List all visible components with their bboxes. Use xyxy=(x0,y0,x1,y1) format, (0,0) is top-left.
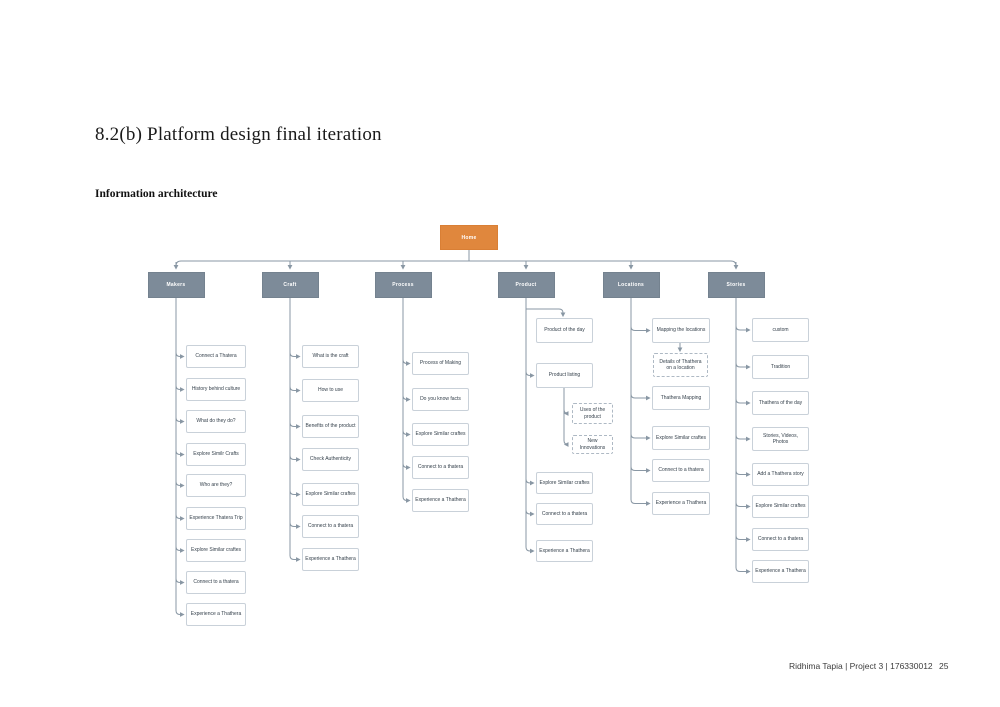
tree-node: Stories, Videos, Photos xyxy=(752,427,809,451)
footer-page-number: 25 xyxy=(939,661,949,671)
tree-node: Process of Making xyxy=(412,352,469,375)
section-stories: Stories xyxy=(707,272,765,298)
tree-node: Explore Similar craftes xyxy=(186,539,246,562)
node-home: Home xyxy=(440,225,498,250)
tree-node: Experience a Thathera xyxy=(302,548,359,571)
tree-node: Explore Similar craftes xyxy=(536,472,593,494)
tree-node: Tradition xyxy=(752,355,809,379)
tree-node-dashed: New Innovations xyxy=(572,435,613,454)
tree-node: Experience a Thathera xyxy=(652,492,710,515)
tree-node: History behind culture xyxy=(186,378,246,401)
tree-node: What is the craft xyxy=(302,345,359,368)
tree-node: Connect to a thatera xyxy=(752,528,809,551)
tree-node: Explore Similar craftes xyxy=(302,483,359,506)
tree-node: What do they do? xyxy=(186,410,246,433)
tree-node: Explore Similar craftes xyxy=(412,423,469,446)
tree-node: Product of the day xyxy=(536,318,593,343)
tree-node: Who are they? xyxy=(186,474,246,497)
tree-node-dashed: Details of Thathera on a location xyxy=(653,353,708,377)
tree-node: Connect a Thatera xyxy=(186,345,246,368)
tree-node: Experience Thatera Trip xyxy=(186,507,246,530)
tree-node: Thathera of the day xyxy=(752,391,809,415)
tree-node: How to use xyxy=(302,379,359,402)
tree-node: Connect to a thatera xyxy=(186,571,246,594)
section-heading: Information architecture xyxy=(95,188,218,200)
tree-node: Connect to a thatera xyxy=(412,456,469,479)
tree-node: Explore Similr Crafts xyxy=(186,443,246,466)
section-makers: Makers xyxy=(147,272,205,298)
tree-node: Experience a Thathera xyxy=(412,489,469,512)
tree-node: Benefits of the product xyxy=(302,415,359,438)
section-product: Product xyxy=(497,272,555,298)
tree-node: Mapping the locations xyxy=(652,318,710,343)
tree-node: Connect to a thatera xyxy=(302,515,359,538)
tree-node: Explore Similar craftes xyxy=(752,495,809,518)
tree-node: Thathera Mapping xyxy=(652,386,710,410)
section-craft: Craft xyxy=(261,272,319,298)
tree-node: Do you know facts xyxy=(412,388,469,411)
page-title: 8.2(b) Platform design final iteration xyxy=(95,124,382,145)
tree-node: Add a Thathera story xyxy=(752,463,809,486)
footer-credit: Ridhima Tapia | Project 3 | 176330012 xyxy=(789,661,933,671)
tree-node: Experience a Thathera xyxy=(186,603,246,626)
tree-node: Check Authenticity xyxy=(302,448,359,471)
tree-node: custom xyxy=(752,318,809,342)
tree-node: Experience a Thathera xyxy=(752,560,809,583)
tree-node: Product listing xyxy=(536,363,593,388)
tree-node-dashed: Uses of the product xyxy=(572,403,613,424)
section-process: Process xyxy=(374,272,432,298)
tree-node: Experience a Thathera xyxy=(536,540,593,562)
tree-node: Connect to a thatera xyxy=(652,459,710,482)
tree-node: Connect to a thatera xyxy=(536,503,593,525)
section-locations: Locations xyxy=(602,272,660,298)
tree-node: Explore Similar craftes xyxy=(652,426,710,450)
